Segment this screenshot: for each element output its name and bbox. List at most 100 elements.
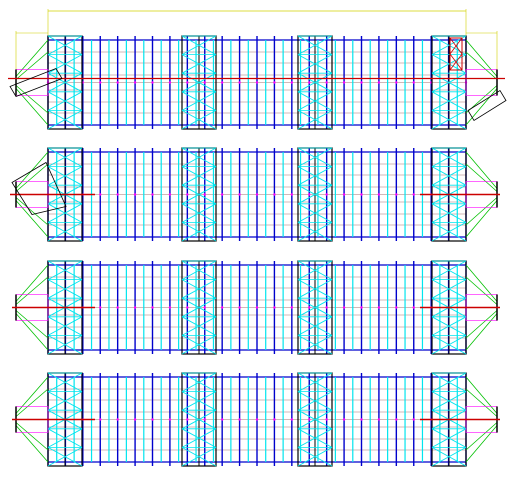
cross-brace	[181, 54, 217, 74]
cross-brace	[431, 260, 467, 280]
node-point	[412, 306, 415, 309]
node-point	[395, 81, 398, 84]
node-point	[325, 306, 328, 309]
node-point	[168, 418, 172, 421]
node-point	[360, 418, 363, 421]
cable	[465, 39, 498, 77]
highlighted-bay	[449, 37, 463, 71]
cross-brace	[181, 91, 217, 111]
node-point	[273, 81, 276, 84]
cross-brace	[297, 72, 333, 93]
braced-bay	[297, 372, 333, 467]
cross-brace	[181, 372, 217, 392]
node-point	[186, 306, 189, 309]
cross-brace	[431, 54, 467, 74]
cross-brace	[431, 372, 467, 392]
node-point	[325, 418, 328, 421]
cross-brace	[47, 203, 83, 223]
cross-brace	[431, 35, 467, 55]
end-cable-fan	[465, 39, 498, 126]
node-point	[116, 306, 119, 309]
cable	[15, 425, 49, 463]
cross-brace	[297, 316, 333, 336]
cross-brace	[181, 279, 217, 299]
node-point	[220, 306, 224, 309]
plan-views	[8, 35, 507, 467]
node-point	[273, 418, 276, 421]
cable	[15, 276, 49, 305]
arm-outline	[11, 161, 67, 215]
cross-brace	[297, 260, 333, 280]
cross-brace	[297, 222, 333, 242]
cross-brace	[431, 147, 467, 167]
cable	[15, 313, 49, 351]
node-point	[133, 306, 137, 309]
cross-brace	[297, 335, 333, 355]
node-point	[238, 81, 241, 84]
cross-brace	[431, 316, 467, 336]
cross-brace	[431, 72, 467, 93]
cable	[465, 51, 498, 80]
cross-brace	[47, 91, 83, 111]
cable	[15, 376, 49, 414]
cross-brace	[181, 203, 217, 223]
cable	[465, 376, 498, 414]
cable	[465, 310, 498, 339]
cross-brace	[297, 110, 333, 130]
node-point	[308, 193, 311, 196]
node-point	[377, 418, 381, 421]
node-point	[168, 81, 172, 84]
dimension-lines	[15, 9, 498, 70]
cross-brace	[47, 147, 83, 167]
plan-4	[12, 372, 500, 467]
cross-brace	[47, 166, 83, 186]
plan-3	[12, 260, 500, 355]
cross-brace	[47, 54, 83, 74]
node-point	[168, 193, 172, 196]
node-point	[238, 418, 241, 421]
cross-brace	[431, 222, 467, 242]
node-point	[308, 81, 311, 84]
arm-outline	[9, 68, 63, 97]
node-point	[395, 418, 398, 421]
node-point	[203, 81, 206, 84]
cable	[15, 197, 49, 226]
deployment-arm	[11, 161, 67, 215]
node-point	[308, 306, 311, 309]
node-point	[255, 81, 259, 84]
node-point	[116, 81, 119, 84]
cable	[465, 151, 498, 189]
node-point	[99, 418, 102, 421]
cross-brace	[47, 110, 83, 130]
node-point	[116, 193, 119, 196]
cross-brace	[297, 147, 333, 167]
node-point	[273, 306, 276, 309]
node-point	[255, 193, 259, 196]
node-point	[151, 418, 154, 421]
cable	[465, 313, 498, 351]
node-point	[342, 418, 346, 421]
node-point	[377, 306, 381, 309]
node-point	[290, 81, 294, 84]
cable	[15, 388, 49, 417]
cross-brace	[181, 222, 217, 242]
cross-brace	[431, 428, 467, 448]
cross-brace	[297, 54, 333, 74]
node-point	[151, 306, 154, 309]
node-point	[133, 418, 137, 421]
braced-bay	[297, 260, 333, 355]
cable	[15, 85, 49, 114]
node-point	[151, 81, 154, 84]
cross-brace	[431, 391, 467, 411]
node-point	[116, 418, 119, 421]
cross-brace	[431, 166, 467, 186]
cross-brace	[47, 372, 83, 392]
cross-brace	[297, 166, 333, 186]
node-point	[290, 306, 294, 309]
node-point	[290, 193, 294, 196]
node-point	[342, 81, 346, 84]
node-point	[186, 418, 189, 421]
node-point	[360, 81, 363, 84]
node-point	[203, 306, 206, 309]
cable	[15, 264, 49, 302]
